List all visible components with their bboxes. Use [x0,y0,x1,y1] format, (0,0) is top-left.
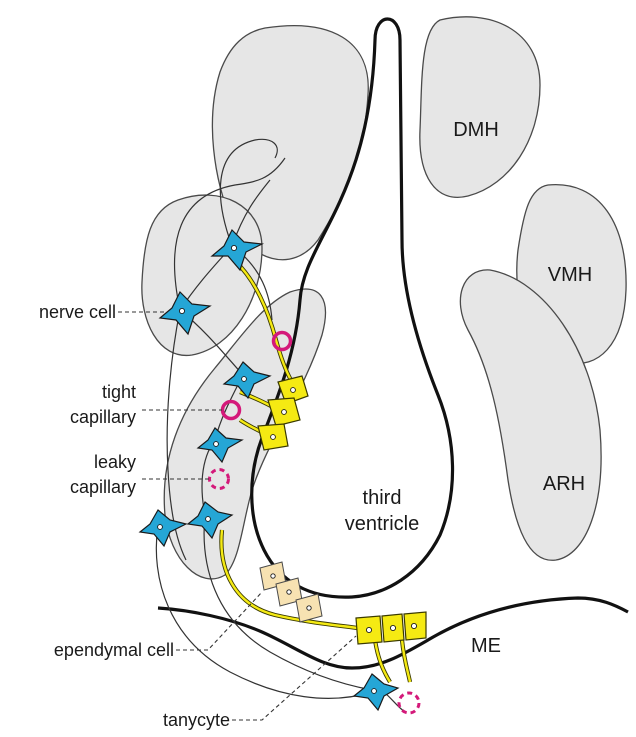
third-ventricle-label-line2: ventricle [345,513,419,535]
tight-capillary-label-line1: tight [102,382,136,402]
leaky-capillary-label-line2: capillary [70,477,136,497]
tight-capillary-label-line2: capillary [70,407,136,427]
ependymal-cell-label: ependymal cell [54,640,174,660]
tanycyte-bodies-floor [356,612,426,644]
me-label: ME [471,635,501,657]
dmh-label: DMH [453,119,499,141]
nerve-cell-label: nerve cell [39,302,116,322]
arh-label: ARH [543,473,585,495]
third-ventricle-label-line1: third [363,487,402,509]
tanycyte-label: tanycyte [163,710,230,730]
dmh-region[interactable] [420,17,540,198]
leaky-capillary-label-line1: leaky [94,452,136,472]
nerve-cell[interactable] [354,674,398,710]
vmh-label: VMH [548,264,592,286]
